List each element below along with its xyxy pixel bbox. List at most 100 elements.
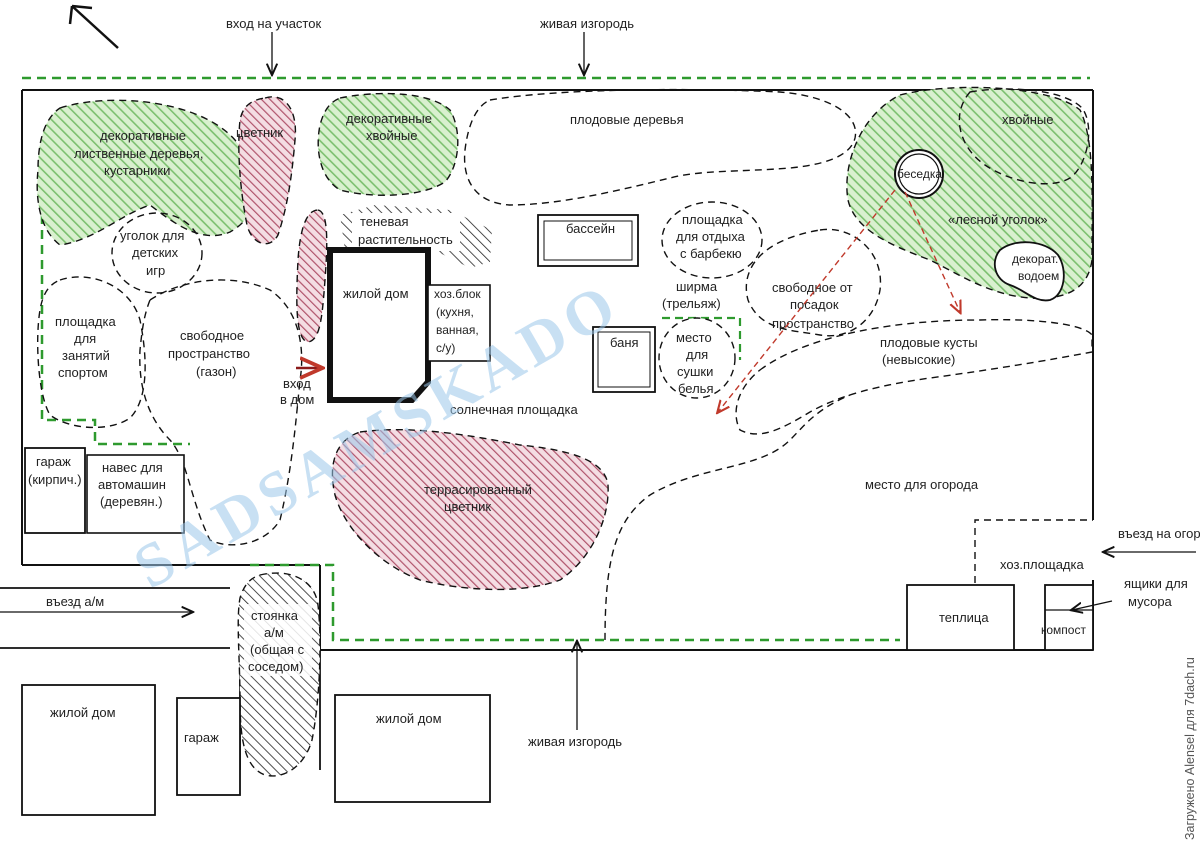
garden-entry-label: въезд на огород <box>1118 526 1200 541</box>
utility-label-3: ванная, <box>436 323 479 337</box>
flowerbed-label: цветник <box>236 125 283 140</box>
parking-label-3: (общая с <box>250 642 305 657</box>
lawn-label-3: (газон) <box>196 364 236 379</box>
kids-corner-area <box>111 212 203 294</box>
lawn-label-2: пространство <box>168 346 250 361</box>
fruit-bushes-area <box>735 318 1093 435</box>
house-label: жилой дом <box>343 286 409 301</box>
sunny-label: солнечная площадка <box>450 402 578 417</box>
gazebo-label: беседка <box>897 167 942 181</box>
carport-label-2: автомашин <box>98 477 166 492</box>
garage-label-1: гараж <box>36 454 71 469</box>
parking-label-4: соседом) <box>248 659 303 674</box>
pool-outer <box>537 214 639 267</box>
bbq-label-2: для отдыха <box>676 229 746 244</box>
laundry-area <box>658 317 736 399</box>
sports-label-4: спортом <box>58 365 108 380</box>
flowerbed-area <box>238 96 297 245</box>
bath-outer <box>592 326 656 393</box>
sports-label-3: занятий <box>62 348 110 363</box>
kids-label-2: детских <box>132 245 179 260</box>
neighbour-house-left <box>21 684 156 816</box>
conifers-label: хвойные <box>1002 112 1054 127</box>
utility-label-4: с/у) <box>436 341 455 355</box>
laundry-label-4: белья <box>678 381 714 396</box>
bins-label-2: мусора <box>1128 594 1173 609</box>
trellis-screen <box>662 316 742 360</box>
parking-label-bg <box>244 604 312 676</box>
sports-label-2: для <box>74 331 96 346</box>
sports-label-1: площадка <box>55 314 116 329</box>
free-label-3: пространство <box>772 316 854 331</box>
north-arrow-icon <box>68 4 119 49</box>
bath-inner <box>597 331 651 388</box>
pond-label-2: водоем <box>1018 269 1059 283</box>
laundry-label-3: сушки <box>677 364 713 379</box>
bushes-label-1: плодовые кусты <box>880 335 978 350</box>
yard-label: хоз.площадка <box>1000 557 1084 572</box>
vegetables-label: место для огорода <box>865 477 979 492</box>
lawn-label-1: свободное <box>180 328 244 343</box>
bbq-label-3: с барбекю <box>680 246 742 261</box>
compost-box <box>1044 584 1094 651</box>
forest-corner-label: «лесной уголок» <box>948 212 1048 227</box>
car-entry-label: въезд а/м <box>46 594 104 609</box>
terraced-label-2: цветник <box>444 499 491 514</box>
parking-label-2: а/м <box>264 625 284 640</box>
bushes-label-2: (невысокие) <box>882 352 955 367</box>
hedge-bottom-label: живая изгородь <box>528 734 622 749</box>
flowerbed-strip <box>296 209 328 343</box>
view-arrow-1 <box>718 189 896 412</box>
conifers-decor-label-1: декоративные <box>346 111 432 126</box>
entrance-label: вход на участок <box>226 16 321 31</box>
garage-box <box>24 447 86 534</box>
carport-label-1: навес для <box>102 460 163 475</box>
neighbour-house-mid <box>334 694 491 803</box>
utility-label-1: хоз.блок <box>434 287 481 301</box>
pool-inner <box>543 220 633 261</box>
credit-text: Загружено Alensel для 7dach.ru <box>1183 657 1197 840</box>
deciduous-trees-area <box>36 99 256 246</box>
parking-label-1: стоянка <box>251 608 299 623</box>
conifers-area <box>958 88 1090 185</box>
hedge-top-label: живая изгородь <box>540 16 634 31</box>
view-arrow-2 <box>904 191 960 312</box>
bbq-label-1: площадка <box>682 212 743 227</box>
gazebo-inner <box>898 153 940 195</box>
house-entry-label-1: вход <box>283 376 311 391</box>
fruit-trees-label: плодовые деревья <box>570 112 684 127</box>
utility-block <box>427 284 491 362</box>
terraced-label-1: террасированный <box>424 482 532 497</box>
pond-label-1: декорат. <box>1012 252 1058 266</box>
screen-label-2: (трельяж) <box>662 296 721 311</box>
sports-area <box>37 276 146 429</box>
shade-label-2: растительность <box>358 232 453 247</box>
pond-area <box>993 241 1065 302</box>
compost-label: компост <box>1041 623 1086 637</box>
kids-label-1: уголок для <box>120 228 184 243</box>
bbq-area <box>661 201 763 279</box>
neighbour-house-left-label: жилой дом <box>50 705 116 720</box>
deciduous-label-3: кустарники <box>104 163 170 178</box>
neighbour-house-mid-label: жилой дом <box>376 711 442 726</box>
gazebo-outer <box>894 149 944 199</box>
vegetable-boundary <box>604 394 851 641</box>
terraced-flowerbed-area <box>331 428 609 591</box>
laundry-label-2: для <box>686 347 708 362</box>
carport-label-3: (деревян.) <box>100 494 163 509</box>
pool-label: бассейн <box>566 221 615 236</box>
house-outline <box>327 247 431 403</box>
hedge-line <box>22 76 1090 642</box>
bins-label-1: ящики для <box>1124 576 1188 591</box>
house-entry-label-2: в дом <box>280 392 314 407</box>
deciduous-label-2: лиственные деревья, <box>74 146 203 161</box>
bins-arrow <box>1072 600 1113 610</box>
neighbour-garage <box>176 697 241 796</box>
garage-label-2: (кирпич.) <box>28 472 82 487</box>
greenhouse-box <box>906 584 1015 651</box>
greenhouse-label: теплица <box>939 610 989 625</box>
free-label-2: посадок <box>790 297 839 312</box>
conifers-decor-area <box>317 92 459 196</box>
conifers-decor-label-2: хвойные <box>366 128 418 143</box>
